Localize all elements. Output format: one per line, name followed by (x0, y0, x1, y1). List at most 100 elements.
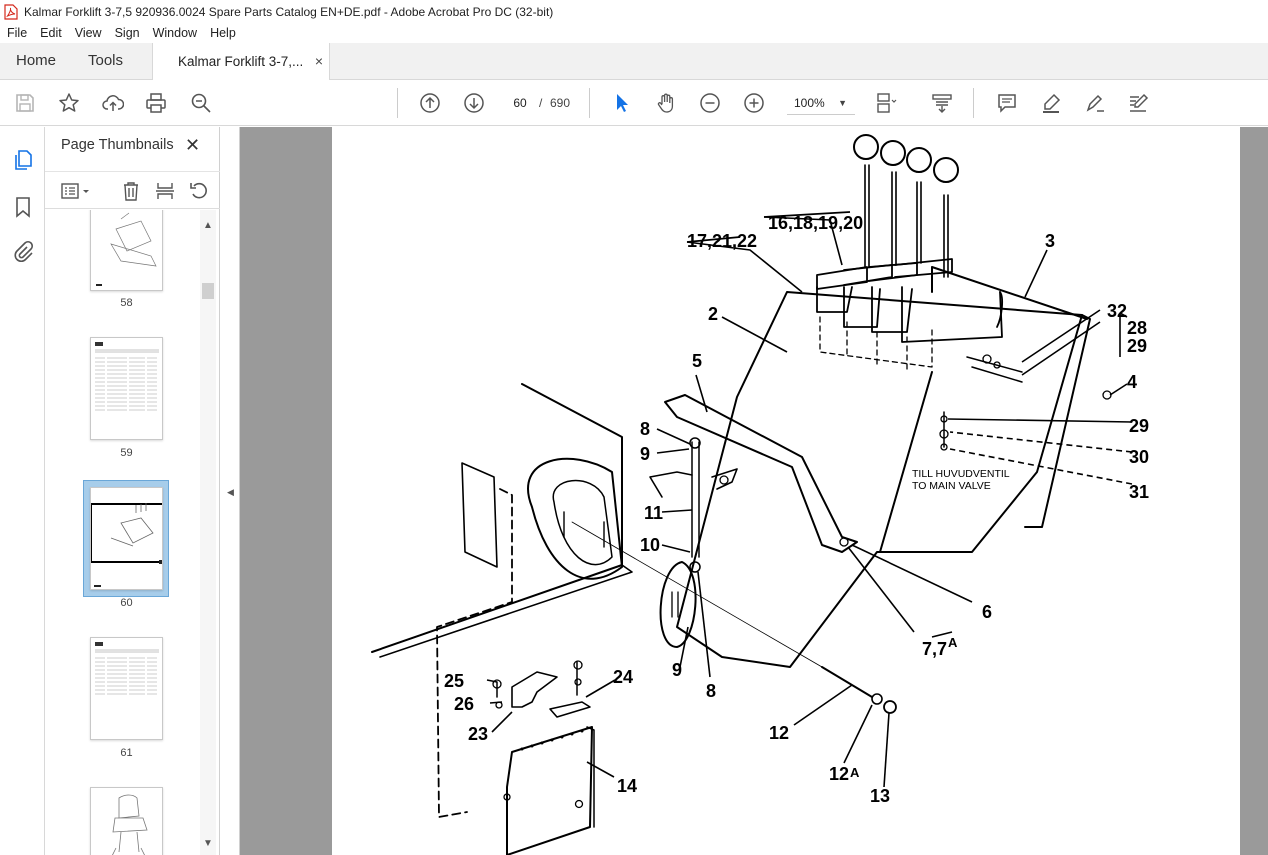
tab-document[interactable]: Kalmar Forklift 3-7,... × (152, 43, 330, 80)
zoom-in-icon[interactable] (742, 91, 766, 115)
menu-help[interactable]: Help (210, 26, 236, 40)
toolbar-divider (397, 88, 398, 118)
page-preview (91, 488, 162, 589)
chevron-down-icon: ▼ (838, 98, 847, 108)
acrobat-pdf-icon (4, 3, 18, 20)
exploded-parts-drawing: 17,21,22 16,18,19,20 3 2 32 28 29 4 5 8 … (371, 134, 1149, 855)
toolbar-divider (589, 88, 590, 118)
search-zoom-icon[interactable] (189, 91, 213, 115)
callout-label: 31 (1129, 482, 1149, 502)
thumbnail-scrollbar[interactable]: ▲ ▼ (200, 210, 216, 855)
callout-label: 13 (870, 786, 890, 806)
callout-label: 4 (1127, 372, 1137, 392)
pdf-page: 17,21,22 16,18,19,20 3 2 32 28 29 4 5 8 … (332, 127, 1240, 855)
callout-label: 25 (444, 671, 464, 691)
page-total: 690 (550, 96, 571, 110)
share-upload-icon[interactable] (101, 91, 125, 115)
thumbnail-page-selected[interactable] (90, 487, 163, 590)
select-cursor-icon[interactable] (610, 91, 634, 115)
bookmark-star-icon[interactable] (57, 91, 81, 115)
document-viewer[interactable]: 17,21,22 16,18,19,20 3 2 32 28 29 4 5 8 … (240, 127, 1268, 855)
rotate-page-icon[interactable] (188, 180, 210, 202)
callout-label: 23 (468, 724, 488, 744)
tab-tools[interactable]: Tools (88, 52, 124, 69)
collapse-panel-icon[interactable]: ◀ (227, 487, 234, 497)
menu-edit[interactable]: Edit (40, 26, 62, 40)
hand-tool-icon[interactable] (654, 91, 678, 115)
tab-close-icon[interactable]: × (314, 53, 323, 69)
callout-label: 24 (613, 667, 633, 687)
thumbnail-page[interactable] (90, 637, 163, 740)
scroll-down-icon[interactable]: ▼ (203, 838, 213, 849)
tab-home[interactable]: Home (16, 52, 57, 69)
callout-label: 29 (1127, 336, 1147, 356)
callout-label: 16,18,19,20 (768, 213, 863, 233)
delete-page-icon[interactable] (120, 180, 142, 202)
callout-label: 26 (454, 694, 474, 714)
callout-label: 6 (982, 602, 992, 622)
page-number-input[interactable]: 60 (513, 96, 527, 110)
callout-label: A (948, 635, 958, 650)
page-fit-icon[interactable] (874, 91, 898, 115)
page-thumbnails-panel: Page Thumbnails ✕ 58 (45, 127, 220, 855)
page-preview (96, 212, 157, 286)
zoom-level-dropdown[interactable]: 100% ▼ (787, 91, 855, 115)
panel-title: Page Thumbnails (61, 137, 174, 153)
tab-document-label: Kalmar Forklift 3-7,... (178, 54, 304, 69)
callout-label: 28 (1127, 318, 1147, 338)
thumbnail-page-number: 60 (120, 597, 133, 609)
callout-label: 10 (640, 535, 660, 555)
callout-label: 3 (1045, 231, 1055, 251)
toolbar: 60 / 690 100% ▼ (0, 80, 1268, 126)
thumbnail-page[interactable] (90, 337, 163, 440)
scroll-mode-icon[interactable] (930, 91, 954, 115)
menu-bar: File Edit View Sign Window Help (0, 23, 1268, 43)
menu-window[interactable]: Window (152, 26, 198, 40)
thumbnail-page-number: 59 (120, 447, 133, 459)
zoom-level-value: 100% (794, 96, 825, 110)
callout-label: 7,7 (922, 639, 947, 659)
page-thumbnails-icon[interactable] (11, 148, 35, 172)
scroll-up-icon[interactable]: ▲ (203, 220, 213, 231)
panel-splitter[interactable]: ◀ (220, 127, 240, 855)
callout-label: 12 (829, 764, 849, 784)
draw-sign-icon[interactable] (1083, 91, 1107, 115)
page-separator: / (539, 96, 543, 110)
thumbnail-options-icon[interactable] (60, 180, 92, 202)
page-preview (95, 342, 159, 411)
save-icon[interactable] (13, 91, 37, 115)
previous-page-icon[interactable] (418, 91, 442, 115)
page-preview (95, 642, 159, 695)
tab-bar: Home Tools Kalmar Forklift 3-7,... × (0, 43, 1268, 80)
callout-label: 5 (692, 351, 702, 371)
menu-file[interactable]: File (7, 26, 28, 40)
fill-sign-icon[interactable] (1126, 91, 1150, 115)
attachments-icon[interactable] (11, 240, 35, 264)
scrollbar-thumb[interactable] (202, 283, 214, 299)
thumbnail-page-number: 58 (120, 297, 133, 309)
print-icon[interactable] (144, 91, 168, 115)
bookmarks-icon[interactable] (11, 195, 35, 219)
menu-view[interactable]: View (74, 26, 102, 40)
toolbar-divider (973, 88, 974, 118)
zoom-out-icon[interactable] (698, 91, 722, 115)
comment-icon[interactable] (995, 91, 1019, 115)
panel-toolbar (45, 171, 220, 209)
callout-label: A (850, 765, 860, 780)
panel-close-icon[interactable]: ✕ (185, 135, 201, 155)
callout-label: 8 (640, 419, 650, 439)
callout-label: 14 (617, 776, 637, 796)
highlight-pen-icon[interactable] (1039, 91, 1063, 115)
callout-label: 29 (1129, 416, 1149, 436)
next-page-icon[interactable] (462, 91, 486, 115)
thumbnail-page[interactable] (90, 210, 163, 291)
callout-label: 32 (1107, 301, 1127, 321)
callout-label: 9 (640, 444, 650, 464)
page-preview (112, 794, 148, 855)
insert-page-icon[interactable] (154, 180, 176, 202)
callout-label: 30 (1129, 447, 1149, 467)
valve-label-swedish: TILL HUVUDVENTIL (912, 468, 1010, 480)
thumbnail-page[interactable] (90, 787, 163, 855)
menu-sign[interactable]: Sign (114, 26, 140, 40)
thumbnail-list: 58 (45, 210, 200, 855)
